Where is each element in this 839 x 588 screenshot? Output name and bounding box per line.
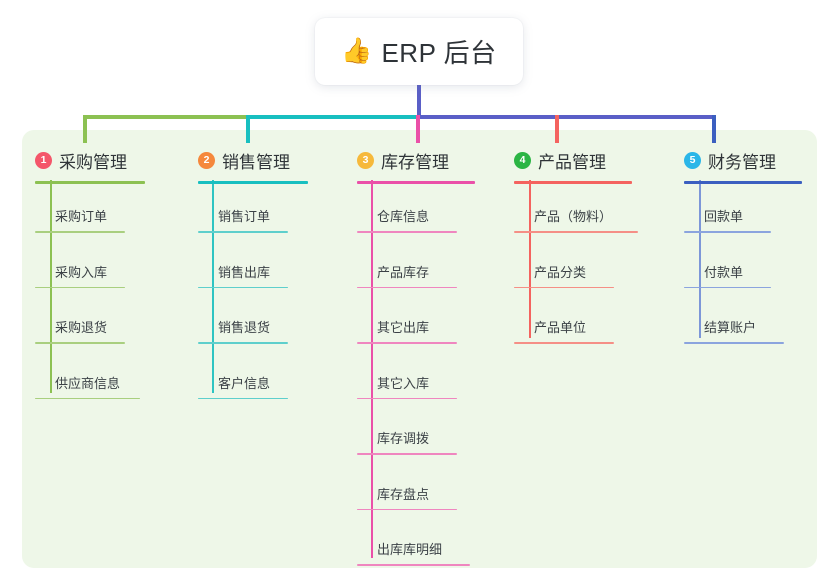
leaf-label: 采购订单 bbox=[55, 209, 108, 224]
branch-column-1: 1 采购管理 采购订单 采购入库 采购退货 供应商信息 bbox=[35, 148, 147, 399]
leaf-rule bbox=[514, 342, 614, 344]
leaf-label: 出库库明细 bbox=[377, 542, 443, 557]
leaf-rule bbox=[357, 397, 457, 399]
leaf-node[interactable]: 产品库存 bbox=[357, 262, 457, 288]
diagram-panel bbox=[22, 130, 817, 568]
branch-badge-3: 3 bbox=[357, 151, 374, 169]
leaf-rule bbox=[198, 286, 288, 288]
branch-rule-3 bbox=[357, 181, 475, 184]
leaf-rule bbox=[35, 342, 125, 344]
branch-header-1[interactable]: 1 采购管理 bbox=[35, 148, 147, 172]
leaf-rule bbox=[514, 231, 638, 233]
leaf-node[interactable]: 采购订单 bbox=[35, 206, 125, 233]
root-node-label: ERP 后台 bbox=[381, 38, 497, 68]
leaf-node[interactable]: 供应商信息 bbox=[35, 373, 140, 399]
leaf-rule bbox=[35, 286, 125, 288]
leaf-rule bbox=[684, 231, 771, 233]
thumbs-up-icon: 👍 bbox=[341, 37, 373, 65]
branch-column-3: 3 库存管理 仓库信息 产品库存 其它出库 其它入库 库存调拨 库存盘点 bbox=[357, 148, 477, 566]
leaf-rule bbox=[35, 397, 140, 399]
branch-title-5: 财务管理 bbox=[708, 152, 776, 172]
leaf-label: 销售退货 bbox=[218, 320, 271, 335]
leaf-node[interactable]: 客户信息 bbox=[198, 373, 288, 399]
leaf-rule bbox=[684, 286, 771, 288]
branch-badge-4: 4 bbox=[514, 151, 531, 169]
branch-title-1: 采购管理 bbox=[59, 152, 127, 172]
branch-rule-5 bbox=[684, 181, 802, 184]
leaf-node[interactable]: 库存盘点 bbox=[357, 484, 457, 510]
leaf-rule bbox=[684, 342, 784, 344]
leaf-node[interactable]: 其它入库 bbox=[357, 373, 457, 399]
branch-header-2[interactable]: 2 销售管理 bbox=[198, 148, 310, 172]
leaf-node[interactable]: 仓库信息 bbox=[357, 206, 457, 233]
leaf-rule bbox=[357, 231, 457, 233]
branch-title-3: 库存管理 bbox=[381, 152, 449, 172]
leaf-label: 回款单 bbox=[704, 209, 744, 224]
leaf-label: 客户信息 bbox=[218, 375, 271, 391]
leaf-label: 产品库存 bbox=[377, 264, 430, 280]
leaf-rule bbox=[357, 508, 457, 510]
leaf-label: 供应商信息 bbox=[55, 375, 121, 391]
leaf-rule bbox=[357, 342, 457, 344]
leaf-node[interactable]: 出库库明细 bbox=[357, 539, 470, 566]
leaf-node[interactable]: 库存调拨 bbox=[357, 428, 457, 455]
branch-badge-1: 1 bbox=[35, 151, 52, 169]
leaf-label: 产品单位 bbox=[534, 320, 587, 335]
leaf-node[interactable]: 销售出库 bbox=[198, 262, 288, 288]
leaf-label: 其它入库 bbox=[377, 375, 430, 391]
leaf-rule bbox=[198, 397, 288, 399]
branch-header-4[interactable]: 4 产品管理 bbox=[514, 148, 644, 172]
leaf-label: 库存盘点 bbox=[377, 486, 430, 502]
branch-header-3[interactable]: 3 库存管理 bbox=[357, 148, 477, 172]
leaf-node[interactable]: 其它出库 bbox=[357, 317, 457, 344]
branch-header-5[interactable]: 5 财务管理 bbox=[684, 148, 804, 172]
leaf-node[interactable]: 结算账户 bbox=[684, 317, 784, 344]
branch-title-2: 销售管理 bbox=[222, 152, 290, 172]
leaf-label: 仓库信息 bbox=[377, 209, 430, 224]
branch-badge-5: 5 bbox=[684, 151, 701, 169]
leaf-label: 产品（物料） bbox=[534, 209, 613, 224]
leaf-node[interactable]: 付款单 bbox=[684, 262, 771, 288]
leaf-rule bbox=[357, 286, 457, 288]
leaf-label: 产品分类 bbox=[534, 264, 587, 280]
leaf-rule bbox=[514, 286, 614, 288]
branch-rule-4 bbox=[514, 181, 632, 184]
leaf-node[interactable]: 产品单位 bbox=[514, 317, 614, 344]
leaf-rule bbox=[198, 231, 288, 233]
branch-column-2: 2 销售管理 销售订单 销售出库 销售退货 客户信息 bbox=[198, 148, 310, 399]
leaf-rule bbox=[357, 564, 470, 566]
leaf-rule bbox=[198, 342, 288, 344]
leaf-node[interactable]: 产品分类 bbox=[514, 262, 614, 288]
branch-rule-1 bbox=[35, 181, 145, 184]
leaf-rule bbox=[357, 453, 457, 455]
branch-rule-2 bbox=[198, 181, 308, 184]
root-node-card[interactable]: 👍 ERP 后台 bbox=[315, 18, 523, 85]
leaf-label: 销售订单 bbox=[218, 209, 271, 224]
branch-badge-2: 2 bbox=[198, 151, 215, 169]
leaf-label: 库存调拨 bbox=[377, 431, 430, 446]
leaf-label: 其它出库 bbox=[377, 320, 430, 335]
branch-column-5: 5 财务管理 回款单 付款单 结算账户 bbox=[684, 148, 804, 344]
leaf-label: 结算账户 bbox=[704, 320, 757, 335]
leaf-node[interactable]: 销售退货 bbox=[198, 317, 288, 344]
branch-column-4: 4 产品管理 产品（物料） 产品分类 产品单位 bbox=[514, 148, 644, 344]
leaf-node[interactable]: 采购退货 bbox=[35, 317, 125, 344]
branch-title-4: 产品管理 bbox=[538, 152, 606, 172]
leaf-rule bbox=[35, 231, 125, 233]
leaf-node[interactable]: 销售订单 bbox=[198, 206, 288, 233]
leaf-label: 采购退货 bbox=[55, 320, 108, 335]
leaf-node[interactable]: 回款单 bbox=[684, 206, 771, 233]
leaf-node[interactable]: 采购入库 bbox=[35, 262, 125, 288]
leaf-label: 销售出库 bbox=[218, 264, 271, 280]
leaf-label: 采购入库 bbox=[55, 264, 108, 280]
leaf-node[interactable]: 产品（物料） bbox=[514, 206, 638, 233]
leaf-label: 付款单 bbox=[704, 264, 744, 280]
